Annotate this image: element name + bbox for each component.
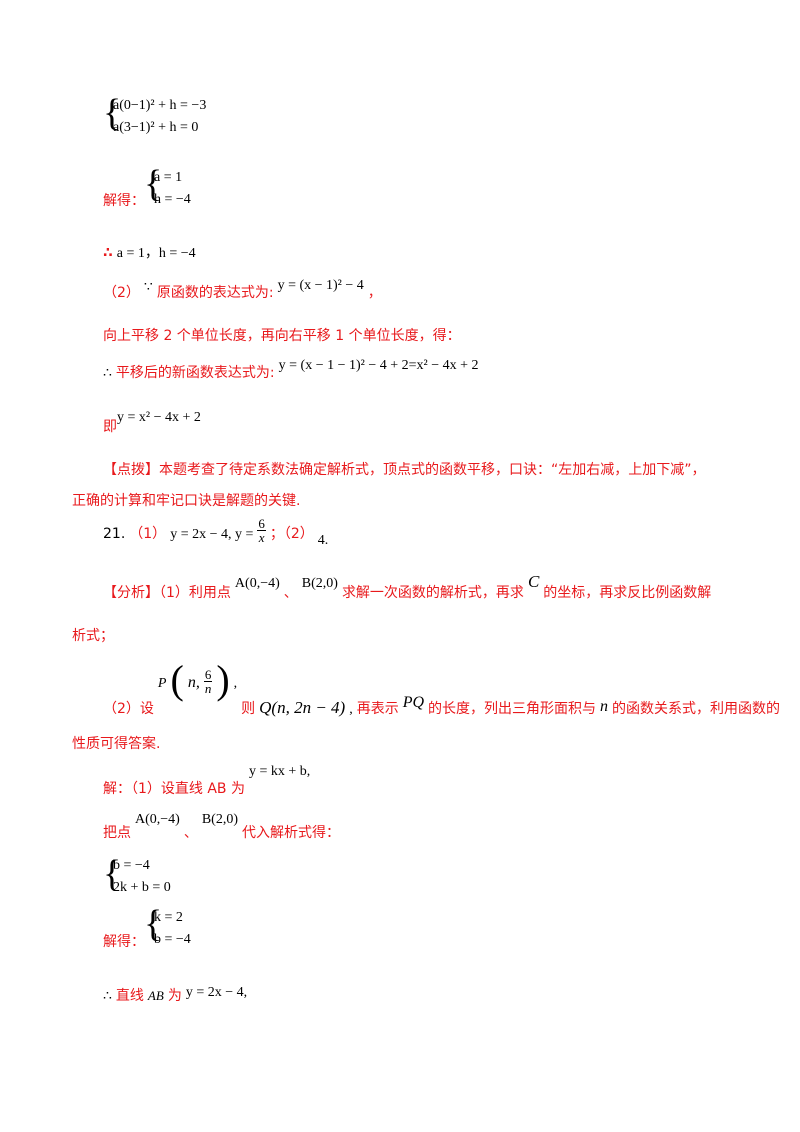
- equation-row: h = −4: [154, 192, 191, 207]
- substitute-line: 把点 A(0,−4) 、 B(2,0) 代入解析式得：: [103, 812, 340, 841]
- point-C: C: [527, 572, 540, 591]
- point-A: A(0,−4): [234, 576, 280, 591]
- fraction-numerator: 6: [257, 516, 266, 531]
- analysis-text: 的长度，列出三角形面积与: [428, 701, 597, 717]
- part-label: （2）: [103, 285, 140, 301]
- variable-n: n: [600, 698, 609, 715]
- hint-line-1: 【点拨】本题考查了待定系数法确定解析式，顶点式的函数平移，口诀：“左加右减，上加…: [103, 462, 706, 478]
- point-Q: Q(n, 2n − 4): [259, 698, 346, 717]
- question-number: 21.: [103, 526, 126, 543]
- separator: ；（2）: [269, 526, 314, 543]
- line-equation: y = 2x − 4,: [185, 985, 248, 1000]
- left-brace: {: [103, 92, 122, 134]
- fraction: 6 n: [203, 666, 213, 696]
- fraction: 6 x: [257, 517, 266, 544]
- segment-PQ: PQ: [402, 694, 425, 711]
- conclusion-line-2: ∴ 直线 AB 为 y = 2x − 4,: [103, 985, 247, 1005]
- fraction-denominator: x: [258, 530, 265, 545]
- substitute-text: 代入解析式得：: [242, 825, 341, 841]
- ji-label: 即: [103, 419, 117, 435]
- therefore-symbol: ∴: [103, 366, 112, 381]
- solve-label: 解得：: [103, 934, 145, 950]
- new-function-line: ∴ 平移后的新函数表达式为: y = (x − 1 − 1)² − 4 + 2=…: [103, 358, 479, 382]
- point-P: P: [157, 676, 167, 691]
- analysis-text: 求解一次函数的解析式，再求: [341, 585, 524, 601]
- ji-math: y = x² − 4x + 2: [117, 410, 201, 425]
- therefore-symbol: ∴: [103, 989, 112, 1004]
- solve-label: 解得：: [103, 193, 145, 209]
- analysis-line-2: （2）设 P ( n, 6 n ) , 则 Q(n, 2n − 4) , 再表示…: [103, 650, 780, 717]
- line-equation: y = kx + b,: [249, 764, 311, 779]
- part2-line: （2） ∵ 原函数的表达式为: y = (x − 1)² − 4 ，: [103, 278, 382, 302]
- part-label: （2）设: [103, 701, 154, 717]
- shift-description: 向上平移 2 个单位长度，再向右平移 1 个单位长度，得：: [103, 328, 461, 344]
- equation-row: a(3−1)² + h = 0: [113, 120, 199, 135]
- question-21-answer: 21. （1） y = 2x − 4, y = 6 x ；（2） 4.: [103, 517, 329, 549]
- left-brace: {: [103, 853, 122, 895]
- punctuation: ,: [349, 702, 353, 717]
- conclusion-text: 直线: [115, 988, 144, 1004]
- fraction-numerator: 6: [203, 666, 213, 682]
- answer-2: 4.: [317, 533, 329, 549]
- solution-text: 解：（1）设直线 AB 为: [103, 781, 245, 797]
- conclusion-line-1: ∴ a = 1，h = −4: [103, 242, 196, 262]
- left-brace: {: [144, 903, 163, 945]
- analysis-text: 则: [241, 701, 256, 717]
- conclusion-text: 为: [167, 988, 182, 1004]
- part-label: （1）: [129, 526, 167, 543]
- therefore-symbol: ∴: [103, 245, 113, 261]
- left-paren: (: [170, 657, 184, 702]
- point-A: A(0,−4): [135, 812, 180, 827]
- punctuation: ,: [233, 676, 238, 691]
- original-function: y = (x − 1)² − 4: [277, 278, 364, 293]
- point-P-coord: n,: [187, 674, 200, 691]
- line-AB: AB: [147, 988, 164, 1003]
- analysis-text: 的坐标，再求反比例函数解: [543, 585, 712, 601]
- substitute-text: 把点: [103, 825, 131, 841]
- analysis-label: 【分析】（1）利用点: [103, 585, 231, 601]
- new-function-text: 平移后的新函数表达式为:: [115, 365, 275, 381]
- point-B: B(2,0): [301, 576, 338, 591]
- analysis-line-1-cont: 析式；: [72, 628, 114, 644]
- part2-text: 原函数的表达式为:: [156, 285, 274, 301]
- analysis-line-1: 【分析】（1）利用点 A(0,−4) 、 B(2,0) 求解一次函数的解析式，再…: [103, 572, 712, 602]
- right-paren: ): [216, 657, 230, 702]
- analysis-text: 的函数关系式，利用函数的: [612, 701, 781, 717]
- equation-row: b = −4: [154, 932, 191, 947]
- because-symbol: ∵: [143, 280, 153, 295]
- equation-row: 2k + b = 0: [113, 880, 171, 895]
- analysis-line-2-cont: 性质可得答案.: [72, 736, 161, 752]
- punctuation: ，: [367, 285, 382, 301]
- equation-row: a(0−1)² + h = −3: [113, 98, 207, 113]
- analysis-text: 再表示: [356, 701, 399, 717]
- fraction-denominator: n: [204, 680, 212, 696]
- equation-row: a = 1: [154, 170, 183, 185]
- punctuation: 、: [283, 585, 298, 601]
- punctuation: 、: [183, 825, 198, 841]
- equation-row: b = −4: [113, 858, 150, 873]
- solution-start: 解：（1）设直线 AB 为 y = kx + b,: [103, 760, 311, 797]
- answer-math-1: y = 2x − 4, y =: [170, 527, 254, 543]
- point-B: B(2,0): [201, 812, 239, 827]
- left-brace: {: [144, 163, 163, 205]
- hint-line-2: 正确的计算和牢记口诀是解题的关键.: [72, 493, 301, 509]
- ji-line: 即 y = x² − 4x + 2: [103, 410, 205, 436]
- equation-row: k = 2: [154, 910, 183, 925]
- conclusion-math: a = 1，h = −4: [116, 246, 196, 261]
- new-function-math: y = (x − 1 − 1)² − 4 + 2=x² − 4x + 2: [278, 358, 479, 373]
